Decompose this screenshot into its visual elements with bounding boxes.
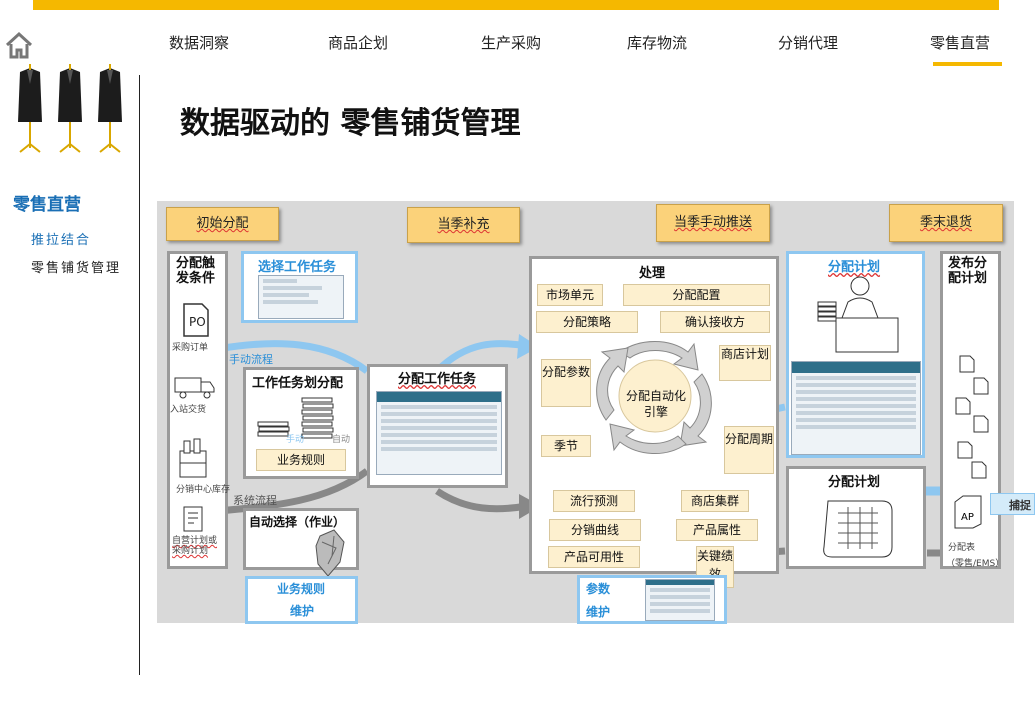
business-rule-maintenance-line1: 业务规则 — [277, 582, 326, 596]
suits-logo — [12, 64, 130, 156]
allocation-engine-label: 分配自动化引擎 — [625, 389, 686, 419]
cell-trend-forecast: 流行预测 — [553, 490, 635, 512]
param-maintenance-line2: 维护 — [586, 605, 611, 619]
trigger-inbound-delivery: 入站交货 — [170, 405, 207, 415]
capture-box[interactable]: 捕捉 — [990, 493, 1035, 515]
system-flow-label: 系统流程 — [233, 494, 277, 507]
published-docs-icon — [952, 352, 992, 482]
cell-distribution-curve: 分销曲线 — [549, 519, 641, 541]
page-title: 数据驱动的 零售铺货管理 — [180, 106, 521, 141]
auto-small-label: 自动 — [332, 435, 351, 445]
publish-title: 发布分配计划 — [948, 256, 988, 286]
alloc-plan-top-title: 分配计划 — [828, 260, 881, 275]
svg-text:AP: AP — [961, 512, 974, 523]
plan-scroll-big-icon — [818, 495, 898, 561]
business-rule-cell: 业务规则 — [256, 449, 346, 471]
nav-item-production-procurement[interactable]: 生产采购 — [481, 34, 542, 52]
phase-manual-push: 当季手动推送 — [656, 204, 770, 242]
business-rule-maintenance-line2: 维护 — [290, 604, 315, 618]
paper-stacks-icon — [256, 396, 338, 444]
business-rule-maintenance-box[interactable] — [245, 576, 358, 624]
plan-scroll-icon — [180, 503, 206, 535]
nav-item-inventory-logistics[interactable]: 库存物流 — [627, 34, 688, 52]
trigger-dc-inventory: 分销中心库存 — [176, 485, 231, 495]
work-plan-title: 工作任务划分配 — [252, 376, 344, 391]
cell-alloc-cycle: 分配周期 — [724, 426, 774, 474]
alloc-plan-bottom-title: 分配计划 — [828, 475, 881, 490]
select-task-screenshot — [258, 275, 344, 319]
nav-item-data-insight[interactable]: 数据洞察 — [169, 34, 230, 52]
distribution-doc-sub: （零售/EMS） — [946, 559, 1005, 569]
cell-store-cluster: 商店集群 — [681, 490, 749, 512]
cell-product-availability: 产品可用性 — [548, 546, 640, 568]
home-icon[interactable] — [4, 30, 34, 60]
cycle-arrows-icon — [590, 330, 720, 462]
truck-icon — [174, 374, 216, 400]
auto-select-title: 自动选择（作业） — [249, 515, 346, 529]
trigger-own-plan: 自营计划或采购计划 — [172, 536, 218, 556]
capture-label: 捕捉 — [1009, 499, 1031, 512]
param-maintenance-screenshot — [645, 579, 715, 621]
phase-initial-allocation: 初始分配 — [166, 207, 279, 241]
nav-item-retail-direct[interactable]: 零售直营 — [930, 34, 991, 52]
select-task-title: 选择工作任务 — [258, 260, 337, 275]
sidebar-item-retail-allocation[interactable]: 零售铺货管理 — [31, 261, 122, 276]
phase-season-end-return: 季末退货 — [889, 204, 1003, 242]
cell-store-plan: 商店计划 — [719, 345, 771, 381]
planner-desk-icon — [814, 272, 906, 354]
manual-small-label: 手动 — [286, 435, 305, 445]
cell-product-attr: 产品属性 — [676, 519, 758, 541]
top-accent-bar — [33, 0, 999, 10]
process-title: 处理 — [639, 266, 666, 281]
alloc-task-title: 分配工作任务 — [398, 372, 477, 387]
cell-alloc-params: 分配参数 — [541, 359, 591, 407]
distribution-doc-icon: AP — [953, 494, 983, 530]
cell-alloc-strategy: 分配策略 — [536, 311, 638, 333]
nav-item-distribution-agency[interactable]: 分销代理 — [778, 34, 839, 52]
alloc-plan-screenshot — [791, 361, 921, 455]
phase-in-season-replenish: 当季补充 — [407, 207, 520, 243]
manual-flow-label: 手动流程 — [229, 353, 273, 366]
cell-confirm-recipient: 确认接收方 — [660, 311, 770, 333]
nav-active-indicator — [933, 62, 1002, 66]
sidebar-divider — [139, 75, 140, 675]
distribution-doc-label: 分配表 — [948, 543, 976, 553]
cell-market-unit: 市场单元 — [537, 284, 603, 306]
cell-alloc-config: 分配配置 — [623, 284, 770, 306]
trigger-conditions-title: 分配触发条件 — [176, 256, 216, 286]
purchase-order-icon: PO — [182, 302, 210, 338]
nav-item-product-planning[interactable]: 商品企划 — [328, 34, 389, 52]
cell-season: 季节 — [541, 435, 591, 457]
trigger-purchase-order: 采购订单 — [172, 343, 209, 353]
svg-text:PO: PO — [189, 315, 206, 329]
alloc-task-screenshot — [376, 391, 502, 475]
sidebar-item-push-pull[interactable]: 推拉结合 — [31, 233, 92, 248]
paper-ball-icon — [314, 528, 346, 580]
param-maintenance-line1: 参数 — [586, 582, 611, 596]
sidebar-title: 零售直营 — [13, 195, 81, 215]
warehouse-icon — [178, 437, 212, 479]
